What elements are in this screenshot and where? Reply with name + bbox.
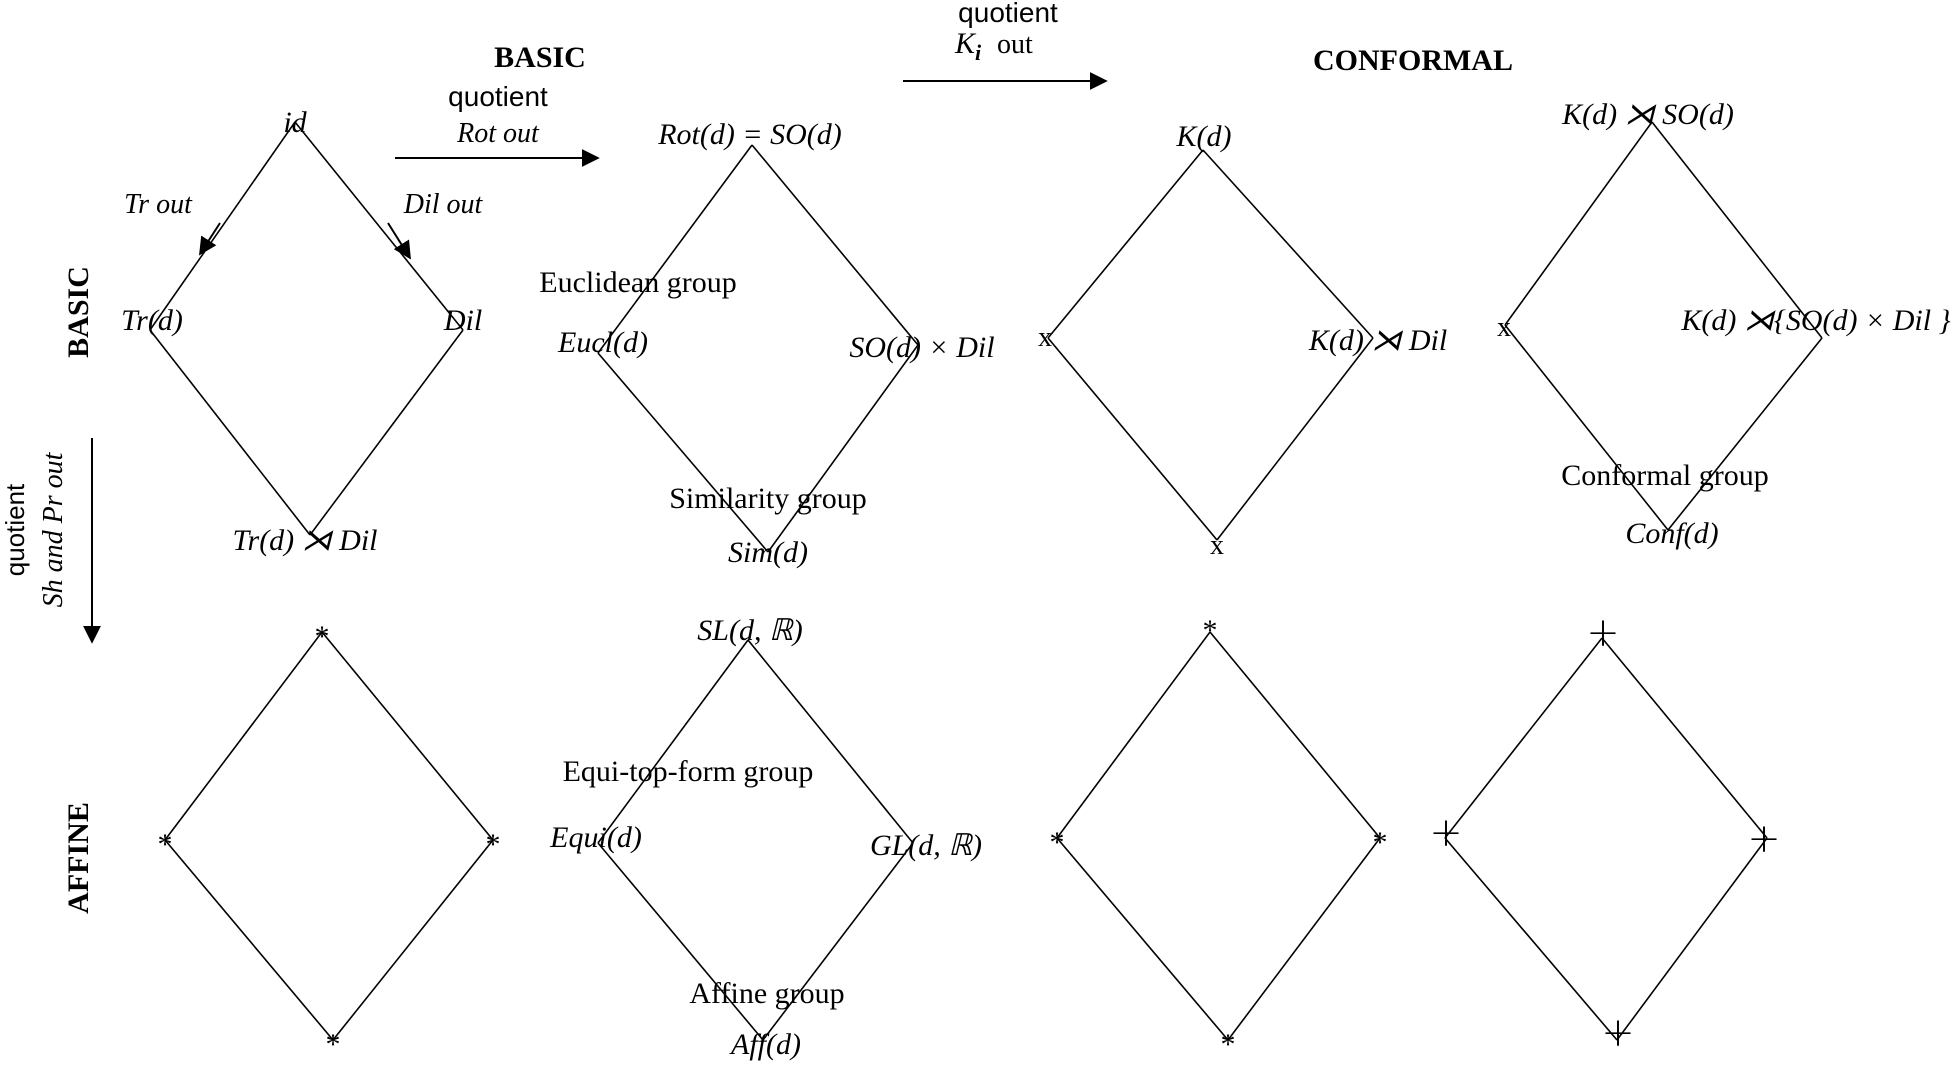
- similarity-node: Sim(d): [728, 536, 808, 569]
- dil-out-label: Dil out: [403, 189, 484, 220]
- ki-quotient-arrow: quotient K i out: [903, 0, 1108, 90]
- cross-node-left: +: [1429, 810, 1463, 856]
- basic-top-header: BASIC: [494, 41, 586, 74]
- diamond-affine-conformal-stars: * * * *: [1050, 614, 1388, 1061]
- rot-quotient-arrow: quotient Rot out: [395, 81, 600, 167]
- empty-node-left-conformal: x: [1497, 312, 1511, 343]
- ki-quotient-label: quotient: [958, 0, 1058, 28]
- star-node-bottom-2: *: [1221, 1028, 1236, 1061]
- sh-quotient-label: quotient: [0, 483, 30, 576]
- empty-node-left: x: [1038, 322, 1052, 353]
- star-node-right: *: [486, 828, 501, 861]
- star-node-left: *: [158, 828, 173, 861]
- star-node-top: *: [315, 620, 330, 653]
- euclidean-group-label: Euclidean group: [539, 266, 736, 299]
- sh-pr-quotient-arrow: quotient Sh and Pr out: [0, 438, 101, 644]
- euclidean-node: Eucl(d): [557, 326, 648, 359]
- tr-dil-node: Tr(d) ⋊ Dil: [232, 524, 377, 557]
- dilation-node: Dil: [443, 304, 482, 337]
- star-node-right-2: *: [1373, 826, 1388, 859]
- cross-node-bottom: +: [1601, 1010, 1635, 1056]
- diamond-identity: id Tr(d) Dil Tr(d) ⋊ Dil Tr out Dil out: [121, 106, 483, 557]
- affine-side-header: AFFINE: [62, 802, 95, 914]
- sh-pr-out-label: Sh and Pr out: [38, 451, 69, 607]
- diamond-affine-conformal-crosses: + + + +: [1429, 610, 1781, 1056]
- diamond-euclidean: Rot(d) = SO(d) Euclidean group Eucl(d) S…: [539, 118, 994, 569]
- star-node-left-2: *: [1050, 826, 1065, 859]
- special-conformal-node: K(d): [1176, 120, 1232, 153]
- diamond-conformal: K(d) ⋊ SO(d) x K(d) ⋊{SO(d) × Dil } Conf…: [1497, 98, 1951, 550]
- star-node-top-2: *: [1203, 614, 1218, 647]
- cross-node-right: +: [1747, 816, 1781, 862]
- cross-node-top: +: [1586, 610, 1620, 656]
- equi-top-form-group-label: Equi-top-form group: [563, 755, 814, 788]
- conformal-top-header: CONFORMAL: [1313, 44, 1513, 77]
- conformal-group-label: Conformal group: [1561, 459, 1768, 492]
- similarity-group-label: Similarity group: [669, 482, 867, 515]
- rot-out-label: Rot out: [456, 118, 540, 149]
- general-linear-node: GL(d, ℝ): [870, 829, 982, 862]
- special-linear-node: SL(d, ℝ): [697, 614, 802, 647]
- so-dil-node: SO(d) × Dil: [849, 331, 994, 364]
- identity-node: id: [283, 106, 307, 139]
- ki-subscript: i: [975, 40, 982, 65]
- empty-node-bottom: x: [1210, 530, 1224, 561]
- affine-node: Aff(d): [729, 1028, 801, 1061]
- ki-out-word: out: [997, 29, 1033, 60]
- k-so-dil-node: K(d) ⋊{SO(d) × Dil }: [1680, 304, 1950, 337]
- rot-quotient-label: quotient: [448, 81, 548, 112]
- ki-symbol: K: [954, 27, 977, 60]
- affine-group-label: Affine group: [689, 977, 844, 1010]
- diamond-affine: SL(d, ℝ) Equi-top-form group Equi(d) GL(…: [549, 614, 982, 1061]
- conformal-node: Conf(d): [1625, 517, 1718, 550]
- basic-side-header: BASIC: [62, 266, 95, 358]
- equi-node: Equi(d): [549, 821, 642, 854]
- k-so-node: K(d) ⋊ SO(d): [1561, 98, 1734, 131]
- k-dil-node: K(d) ⋊ Dil: [1308, 324, 1447, 357]
- star-node-bottom: *: [326, 1028, 341, 1061]
- diamond-affine-trivial: * * * *: [158, 620, 501, 1061]
- translation-node: Tr(d): [121, 304, 183, 337]
- diamond-special-conformal: K(d) x K(d) ⋊ Dil x: [1038, 120, 1447, 561]
- tr-out-label: Tr out: [124, 189, 193, 220]
- rotation-node: Rot(d) = SO(d): [657, 118, 842, 151]
